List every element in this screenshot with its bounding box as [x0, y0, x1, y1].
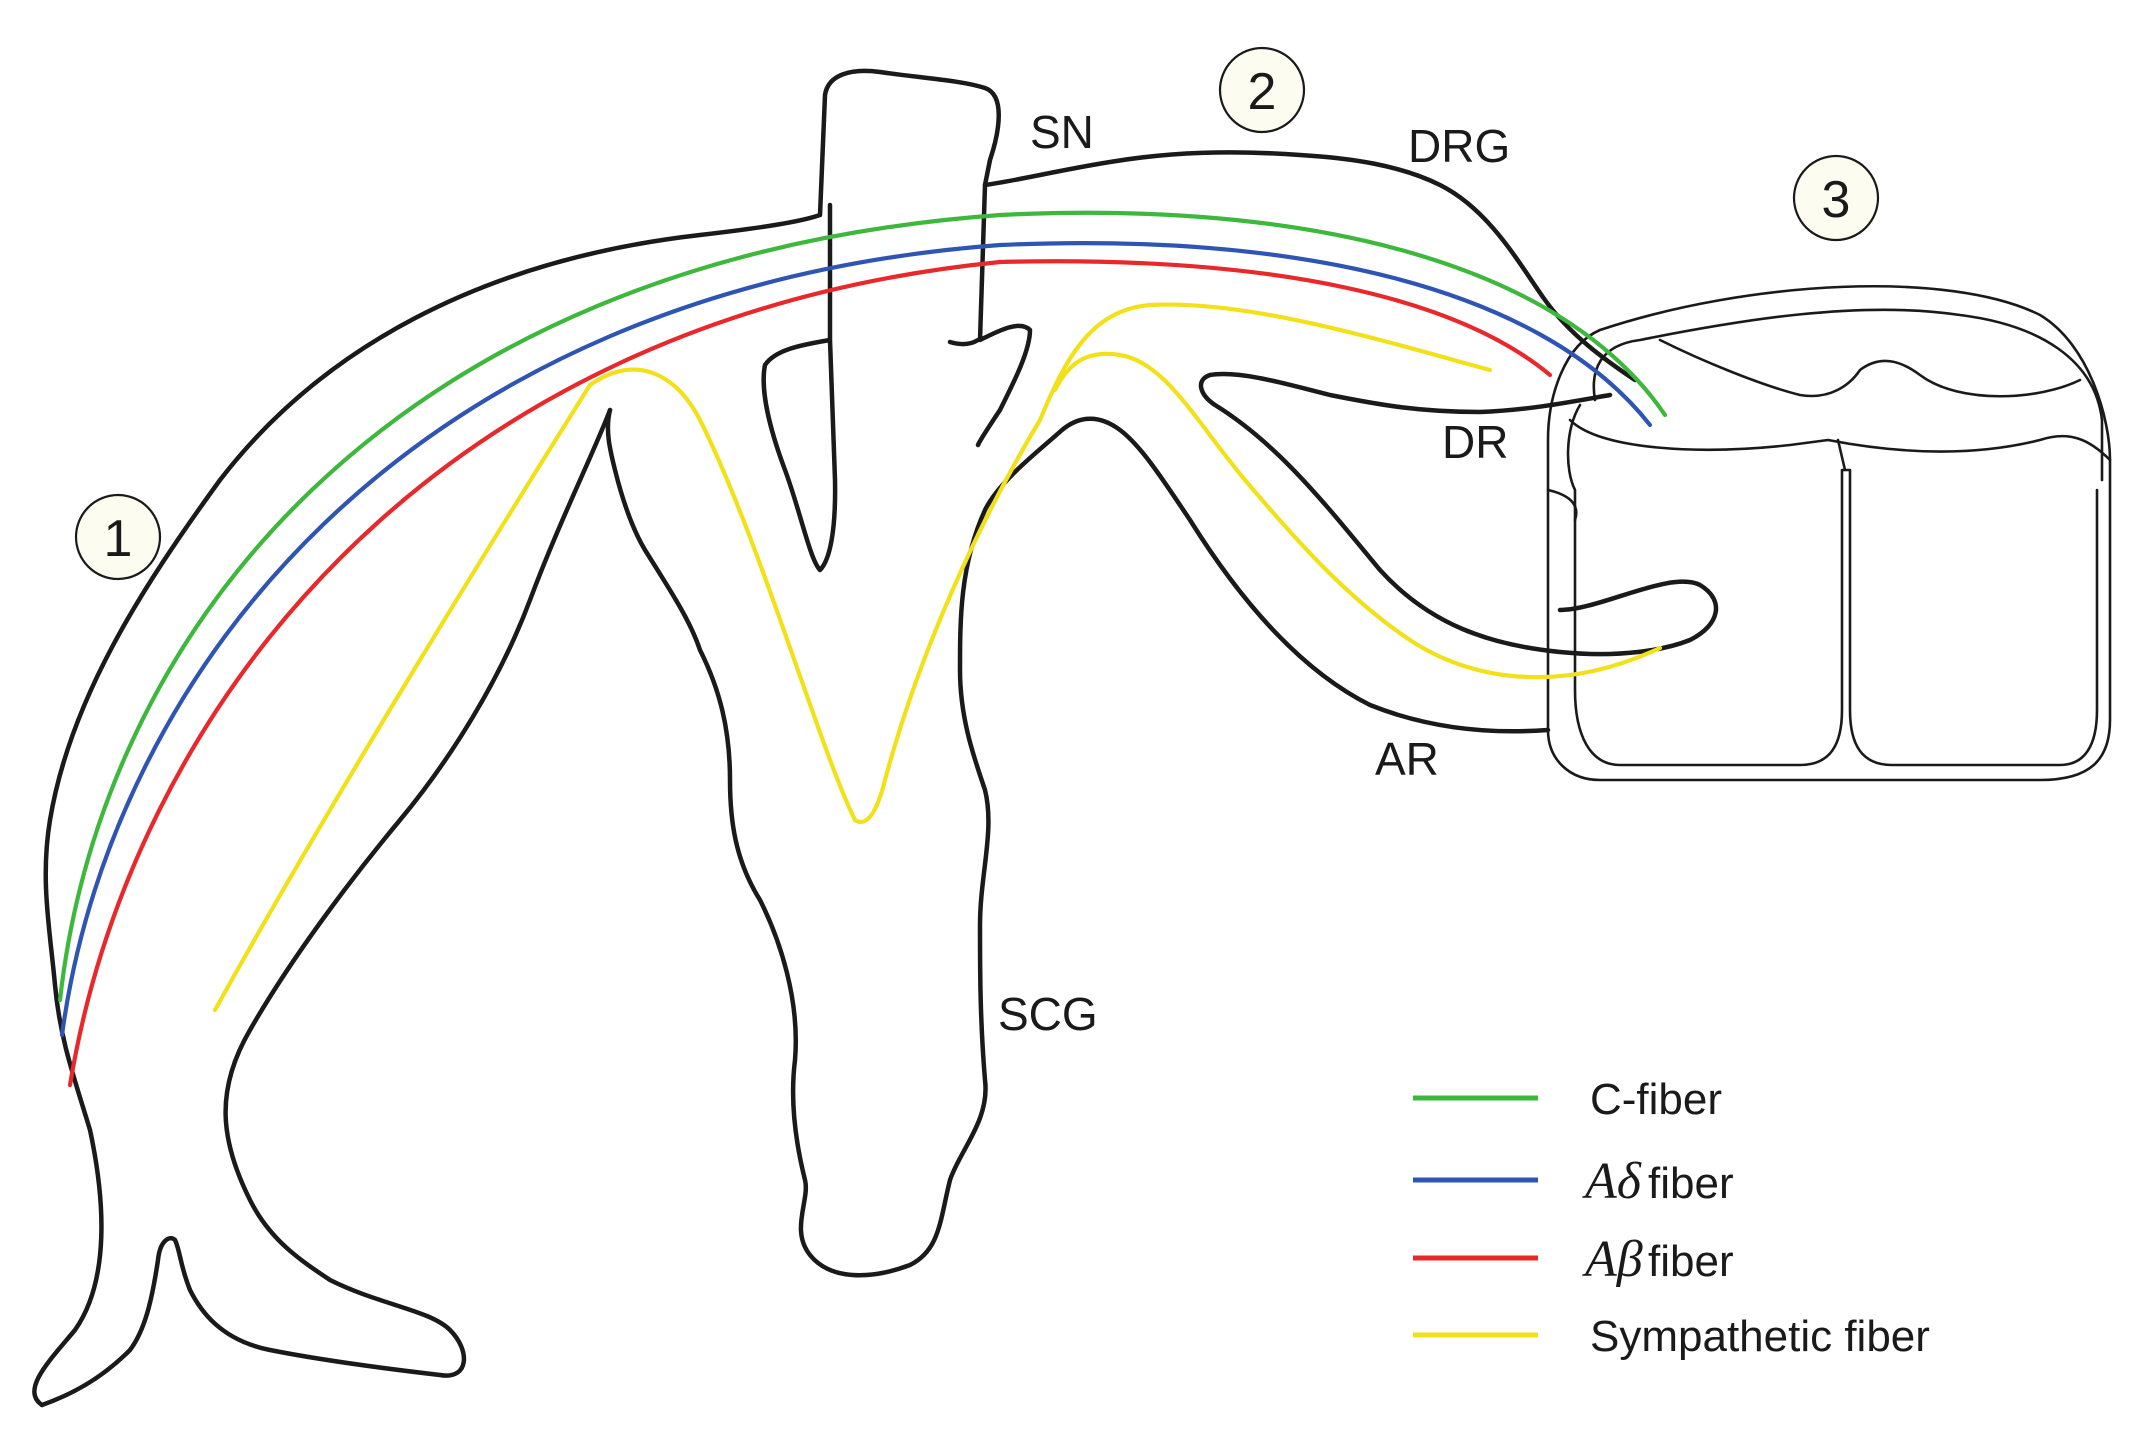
a-beta-fiber-line: [67, 259, 1553, 1088]
fiber-lines: [57, 210, 1668, 1088]
legend-text-c-fiber: C-fiber: [1590, 1075, 1722, 1124]
legend-text-a-beta: fiber: [1648, 1237, 1734, 1286]
legend-item-a-beta: Aβ fiber: [1413, 1231, 1734, 1288]
region-number-1: 1: [104, 510, 133, 568]
a-delta-fiber-line: [59, 241, 1653, 1038]
c-fiber-line: [57, 210, 1668, 1003]
ar-label: AR: [1375, 733, 1439, 785]
drg-label: DRG: [1408, 120, 1510, 172]
region-marker-2: 2: [1218, 46, 1306, 134]
region-number-2: 2: [1248, 63, 1277, 121]
nerve-outline: [32, 68, 1719, 1408]
sn-label: SN: [1030, 106, 1094, 158]
legend-text-a-delta: fiber: [1648, 1159, 1734, 1208]
dr-label: DR: [1442, 416, 1508, 468]
legend-text-sympathetic: Sympathetic fiber: [1590, 1312, 1930, 1361]
spinal-cord-outline: [1546, 285, 2112, 782]
legend-item-c-fiber: C-fiber: [1413, 1075, 1722, 1124]
region-marker-1: 1: [74, 493, 162, 581]
legend-symbol-a-beta: Aβ: [1582, 1231, 1643, 1288]
sympathetic-fiber-line-left: [212, 302, 1493, 1013]
legend-symbol-a-delta: Aδ: [1582, 1153, 1642, 1210]
region-number-3: 3: [1822, 171, 1851, 229]
scg-label: SCG: [998, 988, 1098, 1040]
sympathetic-fiber-line-right: [1052, 351, 1663, 680]
legend-item-sympathetic: Sympathetic fiber: [1413, 1312, 1930, 1361]
legend-item-a-delta: Aδ fiber: [1413, 1153, 1734, 1210]
legend: C-fiber Aδ fiber Aβ fiber Sympathetic fi…: [1413, 1075, 1930, 1361]
region-marker-3: 3: [1792, 154, 1880, 242]
